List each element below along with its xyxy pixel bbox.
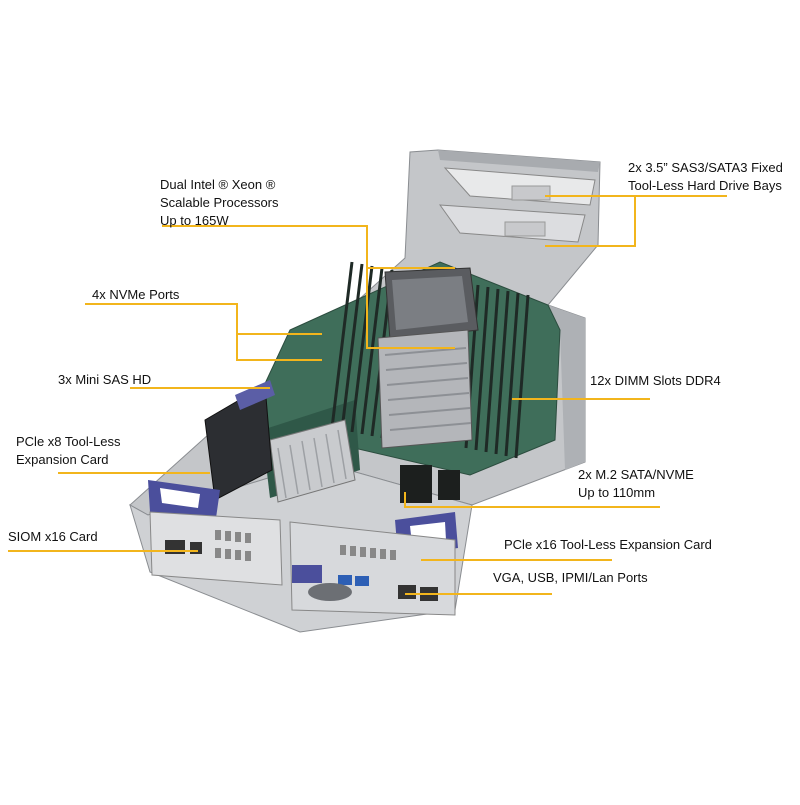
callout-line-m2 (404, 492, 660, 508)
label-dimm: 12x DIMM Slots DDR4 (590, 373, 721, 388)
label-m2: 2x M.2 SATA/NVME Up to 110mm (578, 467, 694, 500)
label-cpu: Dual Intel ® Xeon ® Scalable Processors … (160, 177, 279, 228)
label-pcie-x16: PCle x16 Tool-Less Expansion Card (504, 537, 712, 552)
dimm-slots (330, 261, 530, 459)
rear-brackets (148, 480, 458, 616)
label-rear-ports: VGA, USB, IPMI/Lan Ports (493, 570, 648, 585)
callout-lines (8, 195, 727, 595)
callout-line-drive-bays (545, 195, 727, 247)
label-mini-sas: 3x Mini SAS HD (58, 372, 152, 387)
m2-slots (400, 465, 460, 503)
callout-line-nvme (85, 303, 322, 361)
label-drive-bays: 2x 3.5” SAS3/SATA3 Fixed Tool-Less Hard … (628, 160, 783, 193)
label-nvme: 4x NVMe Ports (92, 287, 180, 302)
label-siom: SIOM x16 Card (8, 529, 98, 544)
label-pcie-x8: PCle x8 Tool-Less Expansion Card (16, 434, 121, 467)
chipset-heatsink (269, 419, 356, 503)
cpu-heatsinks (377, 267, 479, 449)
callout-line-cpu (162, 225, 455, 349)
